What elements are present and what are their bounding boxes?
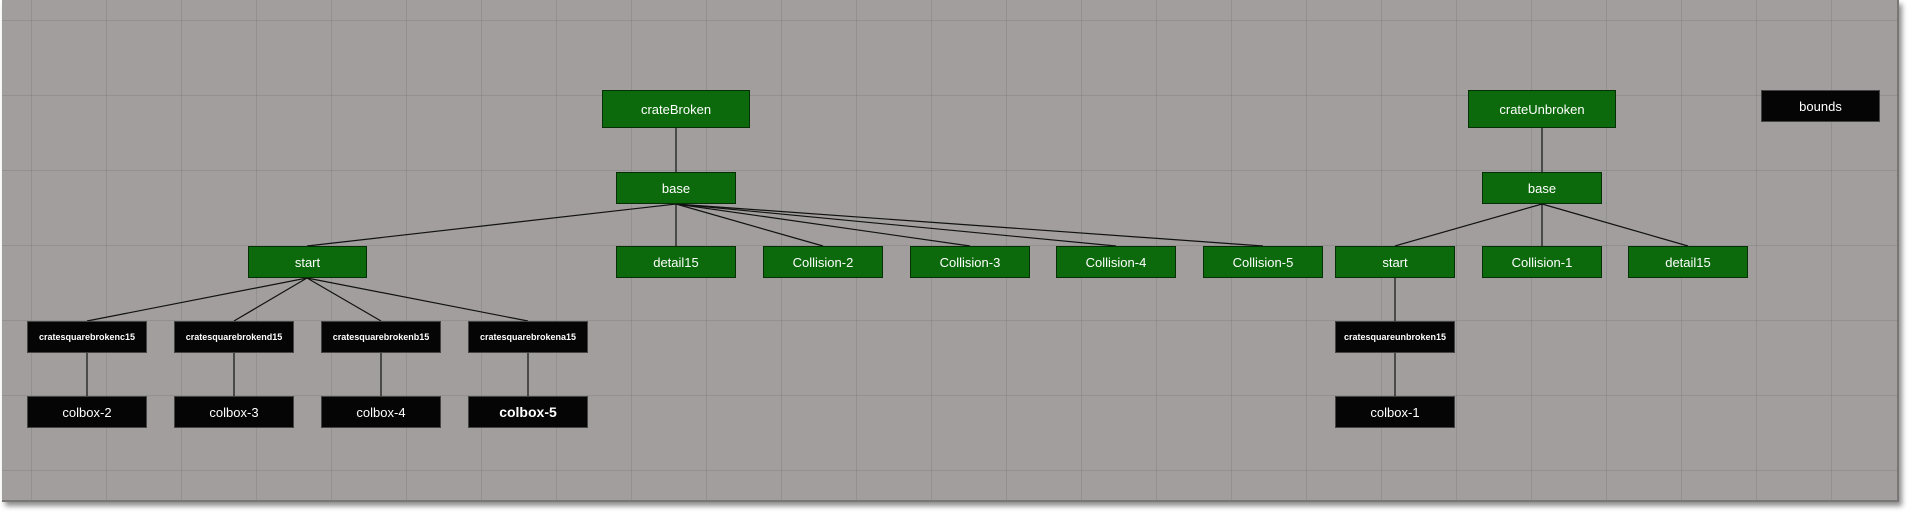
node-colbox-5[interactable]: colbox-5 [468, 396, 588, 428]
node-colbox-3[interactable]: colbox-3 [174, 396, 294, 428]
link [306, 277, 529, 322]
link [675, 203, 971, 247]
node-base-broken[interactable]: base [616, 172, 736, 204]
node-collision-3[interactable]: Collision-3 [910, 246, 1030, 278]
link [306, 277, 382, 322]
link [233, 277, 308, 322]
link [1394, 203, 1543, 247]
node-detail15-unbroken[interactable]: detail15 [1628, 246, 1748, 278]
node-cratesquarebrokena15[interactable]: cratesquarebrokena15 [468, 321, 588, 353]
link [306, 203, 677, 247]
node-collision-4[interactable]: Collision-4 [1056, 246, 1176, 278]
node-collision-1[interactable]: Collision-1 [1482, 246, 1602, 278]
link [675, 203, 1117, 247]
node-base-unbroken[interactable]: base [1482, 172, 1602, 204]
node-crateBroken[interactable]: crateBroken [602, 90, 750, 128]
node-start-unbroken[interactable]: start [1335, 246, 1455, 278]
link [675, 203, 1264, 247]
node-collision-2[interactable]: Collision-2 [763, 246, 883, 278]
node-start-broken[interactable]: start [248, 246, 367, 278]
node-cratesquarebrokend15[interactable]: cratesquarebrokend15 [174, 321, 294, 353]
node-bounds[interactable]: bounds [1761, 90, 1880, 122]
node-graph-canvas[interactable]: crateBroken base start detail15 Collisio… [2, 0, 1899, 502]
node-colbox-1[interactable]: colbox-1 [1335, 396, 1455, 428]
link [86, 277, 308, 322]
node-colbox-4[interactable]: colbox-4 [321, 396, 441, 428]
hierarchy-links [86, 128, 1689, 396]
link [675, 203, 824, 247]
node-cratesquarebrokenb15[interactable]: cratesquarebrokenb15 [321, 321, 441, 353]
link [1541, 203, 1689, 247]
node-colbox-2[interactable]: colbox-2 [27, 396, 147, 428]
node-crateUnbroken[interactable]: crateUnbroken [1468, 90, 1616, 128]
node-collision-5[interactable]: Collision-5 [1203, 246, 1323, 278]
node-cratesquarebrokenc15[interactable]: cratesquarebrokenc15 [27, 321, 147, 353]
node-detail15-broken[interactable]: detail15 [616, 246, 736, 278]
node-cratesquareunbroken15[interactable]: cratesquareunbroken15 [1335, 321, 1455, 353]
